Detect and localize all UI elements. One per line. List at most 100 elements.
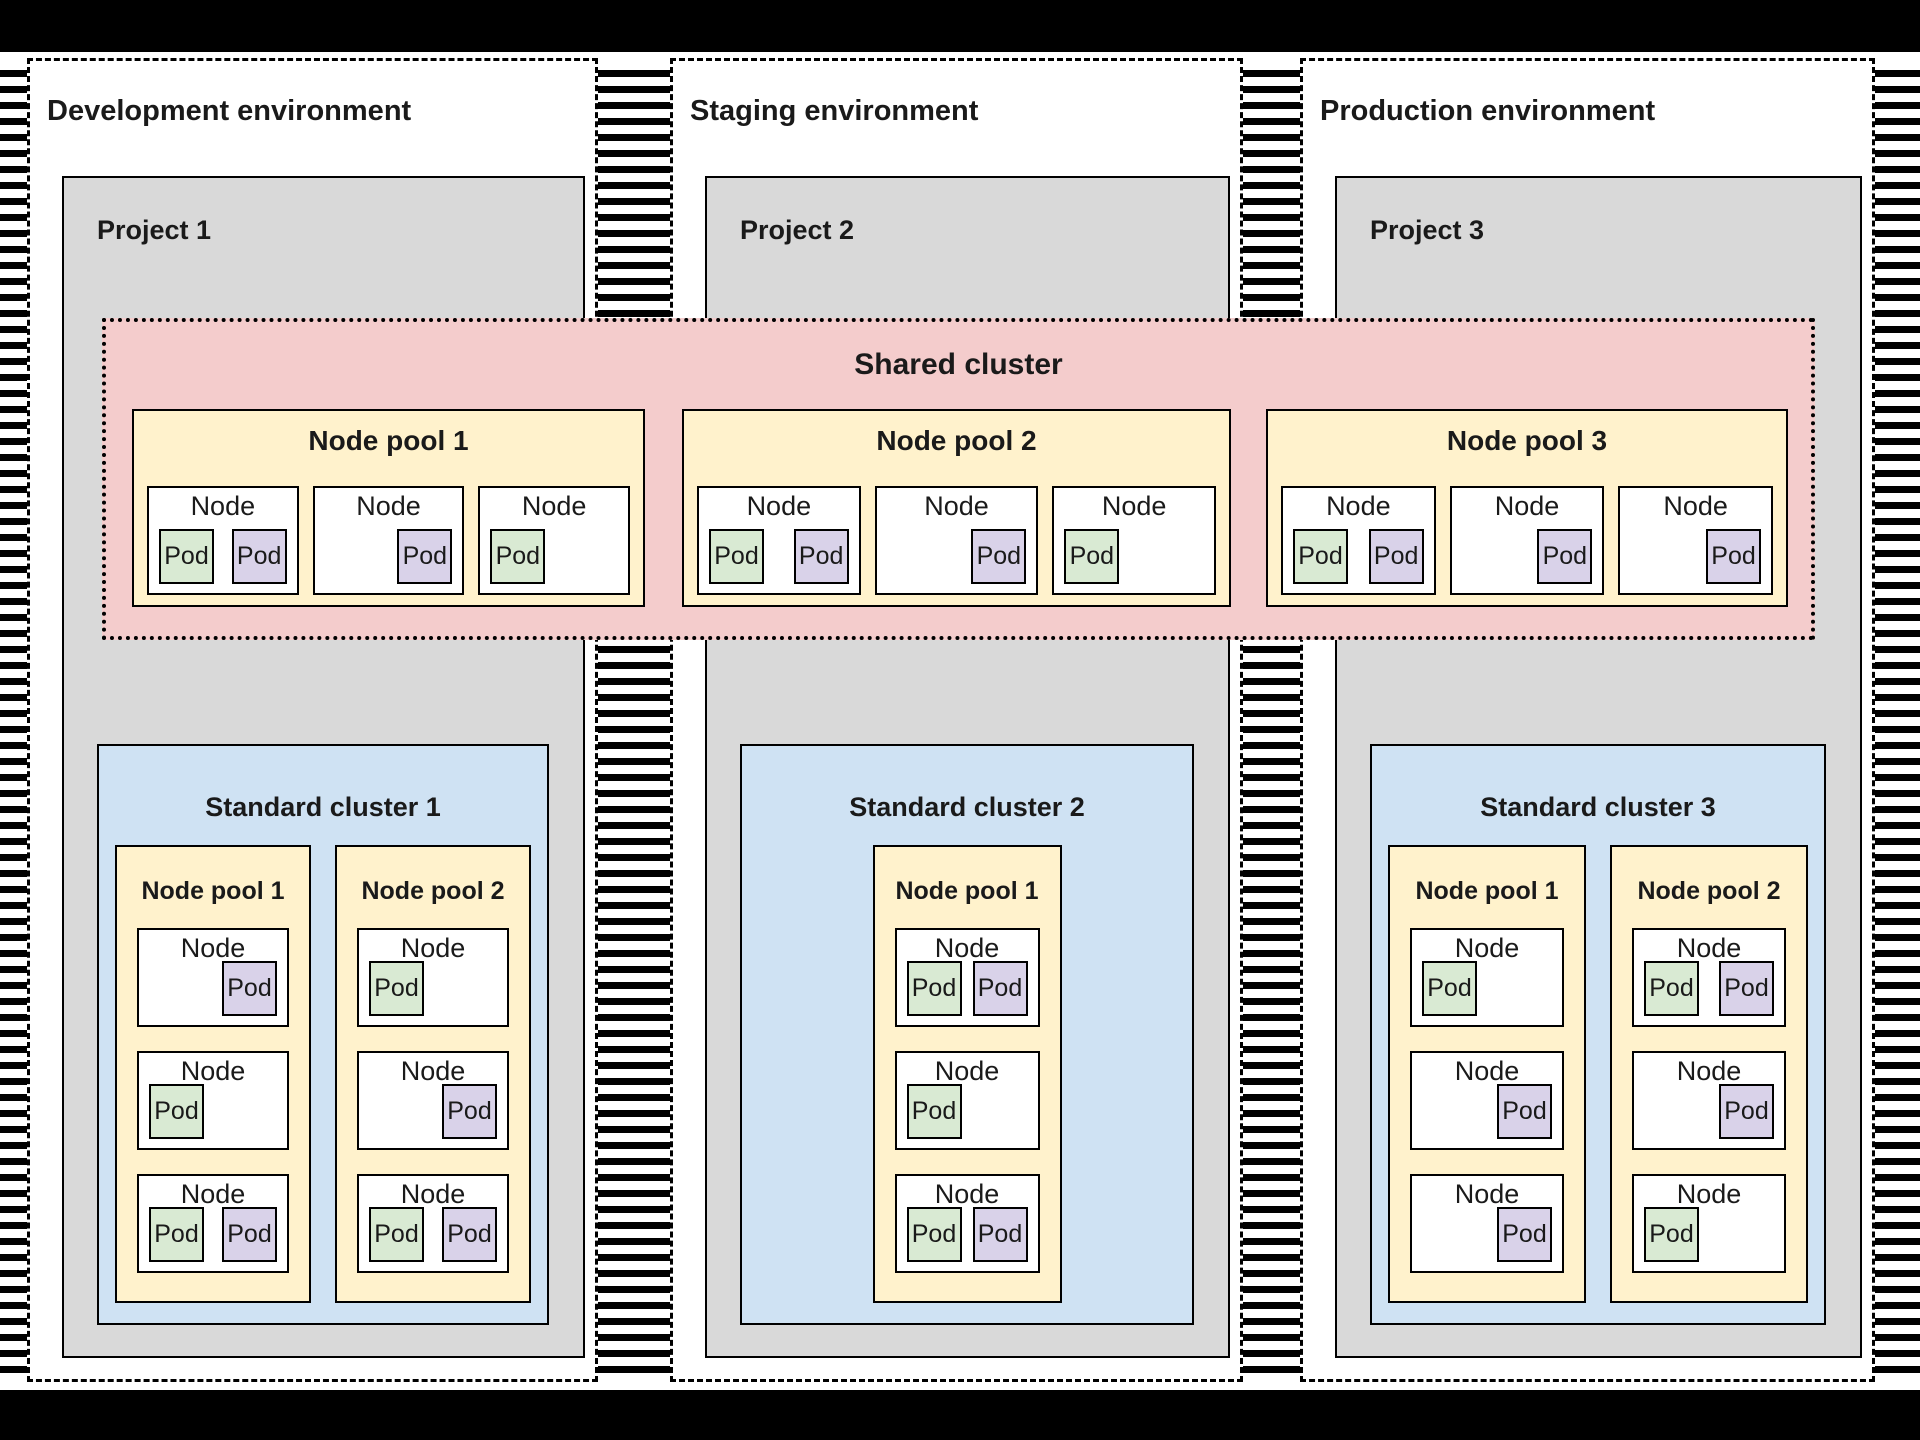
hatch-bar-staging-production	[1243, 52, 1300, 1390]
standard-cluster-title: Standard cluster 3	[1480, 792, 1716, 822]
environment-title: Production environment	[1320, 95, 1656, 127]
pods-row: Pod	[369, 1084, 497, 1139]
pods-row: Pod	[1630, 529, 1762, 584]
pods-row: Pod	[149, 1084, 277, 1139]
hatch-bar-right	[1875, 52, 1920, 1390]
pod-box-purple: Pod	[1719, 961, 1774, 1016]
pod-box-purple: Pod	[442, 1207, 497, 1262]
pods-row: Pod	[1422, 961, 1552, 1016]
hatch-bar-left	[0, 52, 27, 1390]
pod-box-purple: Pod	[397, 529, 453, 584]
hatch-pattern	[1243, 70, 1300, 1376]
pods-row: Pod	[369, 961, 497, 1016]
node-label: Node	[924, 491, 989, 521]
pod-box-green: Pod	[906, 1207, 962, 1262]
pod-box-purple: Pod	[222, 1207, 277, 1262]
standard-cluster-title: Standard cluster 2	[849, 792, 1085, 822]
node-label: Node	[1454, 1056, 1520, 1086]
pod-box-green: Pod	[1064, 529, 1120, 584]
hatch-bar-dev-staging	[598, 52, 670, 1390]
node-pool-title: Node pool 2	[361, 877, 505, 905]
node-label: Node	[521, 491, 587, 521]
pods-row: Pod	[149, 961, 277, 1016]
node-label: Node	[1676, 1056, 1742, 1086]
node-label: Node	[1454, 1179, 1520, 1209]
pods-row: Pod	[1422, 1084, 1552, 1139]
pods-row: Pod	[1462, 529, 1593, 584]
pods-row: Pod	[1644, 1084, 1774, 1139]
node-label: Node	[190, 491, 256, 521]
node-label: Node	[180, 1179, 246, 1209]
pod-box-purple: Pod	[971, 529, 1027, 584]
node-label: Node	[180, 1056, 246, 1086]
environment-panel-staging: Staging environment Project 2 Standard c…	[670, 58, 1243, 1382]
pods-row: Pod	[1422, 1207, 1552, 1262]
environment-panel-development: Development environment Project 1 Standa…	[27, 58, 598, 1382]
node-label: Node	[934, 1179, 1000, 1209]
pods-row: Pod	[1064, 529, 1204, 584]
node-label: Node	[1663, 491, 1728, 521]
environment-title: Development environment	[47, 95, 412, 127]
node-label: Node	[1101, 491, 1167, 521]
pod-box-purple: Pod	[231, 529, 287, 584]
pod-box-purple: Pod	[1719, 1084, 1774, 1139]
node-label: Node	[1494, 491, 1560, 521]
pod-box-green: Pod	[906, 1084, 962, 1139]
pod-box-purple: Pod	[442, 1084, 497, 1139]
pod-box-purple: Pod	[1497, 1207, 1552, 1262]
node-pool-title: Node pool 3	[1446, 425, 1608, 456]
pod-box-purple: Pod	[1368, 529, 1424, 584]
pods-row: Pod	[906, 1084, 1028, 1139]
pod-box-green: Pod	[369, 961, 424, 1016]
node-label: Node	[934, 933, 1000, 963]
hatch-pattern	[0, 70, 27, 1376]
pod-box-purple: Pod	[972, 1207, 1028, 1262]
node-label: Node	[180, 933, 246, 963]
pod-box-green: Pod	[149, 1084, 204, 1139]
node-label: Node	[934, 1056, 1000, 1086]
environment-panel-production: Production environment Project 3 Standar…	[1300, 58, 1875, 1382]
pod-box-green: Pod	[149, 1207, 204, 1262]
pod-box-purple: Pod	[1706, 529, 1762, 584]
node-label: Node	[1676, 933, 1742, 963]
diagram-content: Development environment Project 1 Standa…	[0, 52, 1920, 1390]
bottom-border-bar	[0, 1390, 1920, 1440]
node-label: Node	[1454, 933, 1520, 963]
project-title: Project 2	[740, 215, 855, 245]
hatch-pattern	[598, 70, 670, 1376]
node-label: Node	[746, 491, 812, 521]
